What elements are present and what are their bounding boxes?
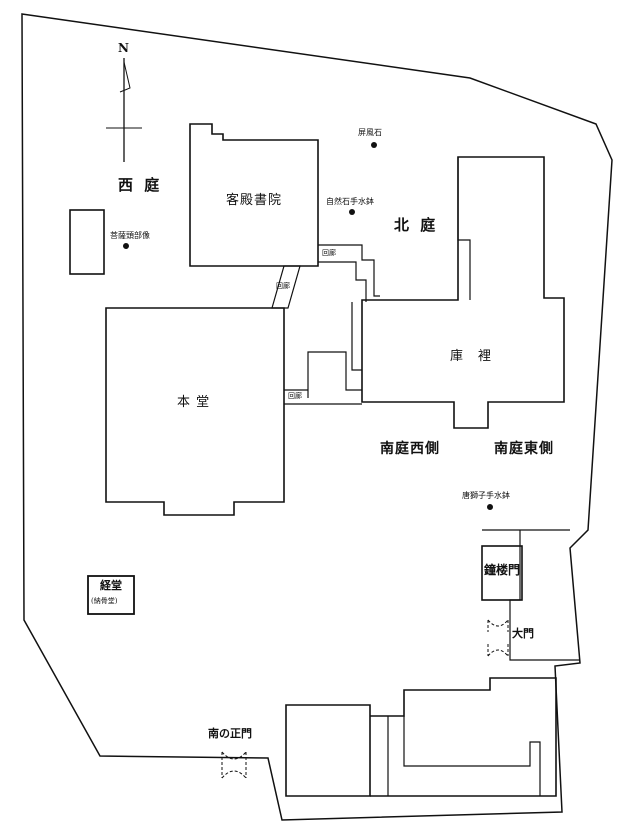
kyodo-label: 経堂 xyxy=(100,579,122,592)
south-main-gate-icon xyxy=(221,751,247,779)
compass-icon xyxy=(106,58,142,162)
hondo-building xyxy=(105,307,285,516)
kyakuden-shoin-building xyxy=(189,123,319,267)
bosatsu-tobuzo-marker xyxy=(123,243,129,249)
north-garden-label: 北 庭 xyxy=(394,216,439,234)
byobu-ishi-marker xyxy=(371,142,377,148)
west-annex-building xyxy=(69,209,105,275)
shoromon-label: 鐘楼門 xyxy=(484,563,521,577)
east-fence xyxy=(482,529,580,661)
kuri-label: 庫 裡 xyxy=(450,349,493,364)
shoromon-building xyxy=(481,545,523,601)
corridor-slant-shape xyxy=(271,265,301,309)
byobu-ishi-label: 屏風石 xyxy=(358,128,382,137)
daimon-label: 大門 xyxy=(512,627,534,640)
corridor-lower-label: 回廊 xyxy=(288,392,302,400)
south-complex-building xyxy=(285,704,371,797)
daimon-gate-icon xyxy=(487,619,509,657)
site-boundary xyxy=(21,13,613,821)
hondo-label: 本 堂 xyxy=(177,395,211,410)
karajishi-chozubachi-label: 唐獅子手水鉢 xyxy=(462,491,510,500)
corridor-upper-shape xyxy=(318,244,380,297)
kyodo-building xyxy=(87,575,135,615)
west-garden-label: 西 庭 xyxy=(118,176,163,194)
north-label: N xyxy=(118,41,129,55)
kyodo-sub-label: (納骨堂) xyxy=(91,597,118,605)
corridor-slant-label: 回廊 xyxy=(276,282,290,290)
kyakuden-shoin-label: 客殿書院 xyxy=(226,193,283,208)
south-garden-west-label: 南庭西側 xyxy=(380,441,440,457)
corridor-upper-label: 回廊 xyxy=(322,249,336,257)
shizen-ishi-chozubachi-label: 自然石手水鉢 xyxy=(326,197,374,206)
shizen-ishi-chozubachi-marker xyxy=(349,209,355,215)
bosatsu-tobuzo-label: 菩薩頭部像 xyxy=(110,231,150,240)
south-garden-east-label: 南庭東側 xyxy=(494,441,554,457)
kuri-building xyxy=(361,156,565,429)
south-main-gate-label: 南の正門 xyxy=(208,727,252,740)
karajishi-chozubachi-marker xyxy=(487,504,493,510)
inner-corridor-shape xyxy=(307,351,362,398)
